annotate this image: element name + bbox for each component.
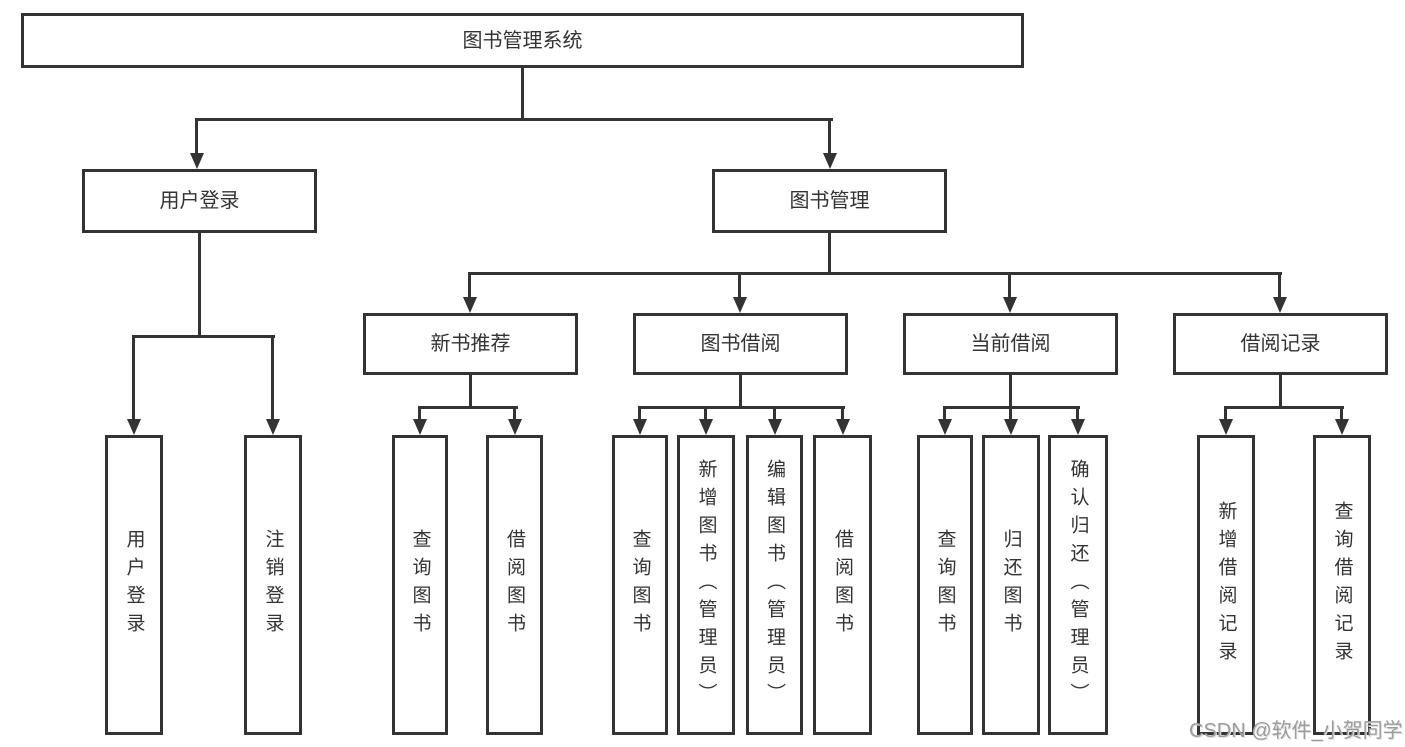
leaf-label: 查询图书: [934, 529, 956, 641]
connector-line: [469, 374, 472, 409]
connector-line: [828, 232, 831, 275]
node-root-label: 图书管理系统: [462, 29, 583, 52]
connector-line: [1224, 406, 1227, 421]
node-current-borrowing-label: 当前借阅: [970, 333, 1051, 355]
arrow-down-icon: [823, 153, 837, 169]
arrow-down-icon: [508, 419, 522, 435]
node-user-login-label: 用户登录: [159, 190, 240, 212]
leaf-label: 查询借阅记录: [1331, 501, 1353, 669]
connector-line: [1340, 406, 1343, 421]
node-current-borrowing: 当前借阅: [903, 313, 1118, 375]
arrow-down-icon: [1004, 419, 1018, 435]
connector-line: [841, 406, 844, 421]
leaf-query-books-current: 查询图书: [917, 435, 973, 735]
connector-line: [638, 406, 641, 421]
leaf-add-borrow-record: 新增借阅记录: [1197, 435, 1255, 735]
connector-line: [271, 335, 274, 421]
arrow-down-icon: [699, 419, 713, 435]
arrow-down-icon: [768, 419, 782, 435]
leaf-add-books-admin: 新增图书（管理员）: [677, 435, 735, 735]
leaf-label: 归还图书: [1000, 529, 1022, 641]
leaf-label: 新增借阅记录: [1215, 501, 1237, 669]
leaf-logout-label: 注销登录: [262, 529, 284, 641]
connector-line: [773, 406, 776, 421]
arrow-down-icon: [413, 419, 427, 435]
arrow-down-icon: [938, 419, 952, 435]
arrow-down-icon: [1335, 419, 1349, 435]
leaf-label: 新增图书（管理员）: [695, 459, 717, 711]
leaf-label: 借阅图书: [504, 529, 525, 641]
arrow-down-icon: [266, 419, 280, 435]
arrow-down-icon: [836, 419, 850, 435]
connector-line: [468, 272, 471, 299]
connector-line: [1279, 374, 1282, 409]
arrow-down-icon: [733, 297, 747, 313]
connector-line: [468, 272, 1282, 275]
connector-line: [132, 335, 135, 421]
leaf-label: 编辑图书（管理员）: [764, 459, 785, 711]
node-new-book-recommend-label: 新书推荐: [430, 333, 511, 355]
connector-line: [195, 118, 833, 121]
leaf-borrow-books-recommend: 借阅图书: [486, 435, 543, 735]
node-book-management: 图书管理: [712, 169, 947, 233]
leaf-label: 查询图书: [409, 529, 431, 641]
node-book-borrowing-label: 图书借阅: [700, 333, 781, 355]
node-borrowing-records: 借阅记录: [1173, 313, 1388, 375]
leaf-confirm-return-admin: 确认归还（管理员）: [1048, 435, 1108, 735]
connector-line: [638, 406, 845, 409]
connector-line: [1009, 406, 1012, 421]
node-book-management-label: 图书管理: [789, 190, 870, 212]
arrow-down-icon: [190, 153, 204, 169]
leaf-user-login-label: 用户登录: [123, 529, 145, 641]
leaf-borrow-books: 借阅图书: [813, 435, 872, 735]
connector-line: [418, 406, 421, 421]
node-borrowing-records-label: 借阅记录: [1240, 333, 1321, 355]
connector-line: [521, 68, 524, 121]
arrow-down-icon: [1071, 419, 1085, 435]
connector-line: [738, 272, 741, 299]
connector-line: [513, 406, 516, 421]
csdn-watermark: CSDN @软件_小贺同学: [1189, 720, 1403, 742]
leaf-label: 查询图书: [629, 529, 651, 641]
leaf-edit-books-admin: 编辑图书（管理员）: [746, 435, 803, 735]
leaf-user-login: 用户登录: [105, 435, 163, 735]
leaf-query-borrow-record: 查询借阅记录: [1313, 435, 1371, 735]
arrow-down-icon: [463, 297, 477, 313]
arrow-down-icon: [1219, 419, 1233, 435]
leaf-label: 借阅图书: [832, 529, 853, 641]
arrow-down-icon: [1273, 297, 1287, 313]
leaf-query-books-borrowing: 查询图书: [612, 435, 668, 735]
connector-line: [418, 406, 518, 409]
connector-line: [739, 374, 742, 409]
connector-line: [704, 406, 707, 421]
connector-line: [132, 335, 275, 338]
connector-line: [195, 118, 198, 155]
leaf-label: 确认归还（管理员）: [1067, 459, 1089, 711]
node-new-book-recommend: 新书推荐: [363, 313, 578, 375]
connector-line: [1076, 406, 1079, 421]
node-root: 图书管理系统: [21, 13, 1024, 68]
connector-line: [1278, 272, 1281, 299]
node-book-borrowing: 图书借阅: [633, 313, 848, 375]
connector-line: [828, 118, 831, 155]
arrow-down-icon: [1003, 297, 1017, 313]
arrow-down-icon: [633, 419, 647, 435]
connector-line: [1008, 272, 1011, 299]
leaf-query-books-recommend: 查询图书: [392, 435, 448, 735]
connector-line: [1224, 406, 1344, 409]
connector-line: [198, 232, 201, 338]
arrow-down-icon: [127, 419, 141, 435]
connector-line: [943, 406, 946, 421]
connector-line: [1009, 374, 1012, 409]
node-user-login: 用户登录: [82, 169, 317, 233]
leaf-logout: 注销登录: [244, 435, 302, 735]
leaf-return-books: 归还图书: [982, 435, 1040, 735]
